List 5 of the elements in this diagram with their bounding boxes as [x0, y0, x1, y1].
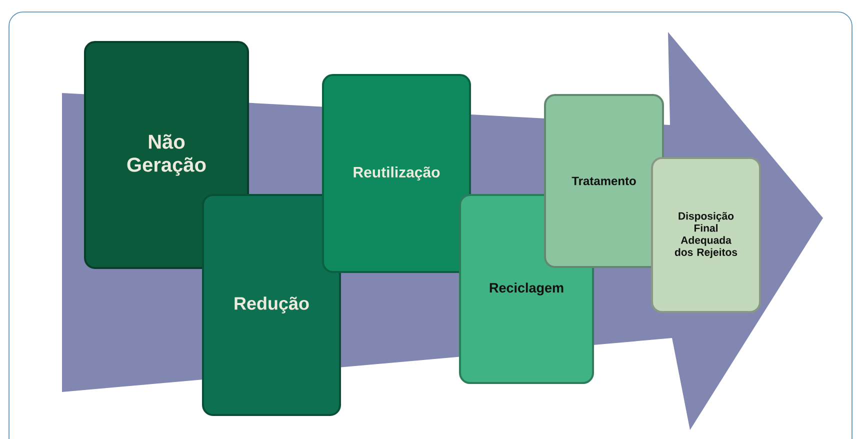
- step-box: Reutilização: [322, 74, 471, 273]
- step-box: Redução: [202, 194, 341, 416]
- step-box: Disposição Final Adequada dos Rejeitos: [651, 157, 762, 313]
- step-box: Não Geração: [84, 41, 249, 269]
- step-box: Tratamento: [544, 94, 664, 268]
